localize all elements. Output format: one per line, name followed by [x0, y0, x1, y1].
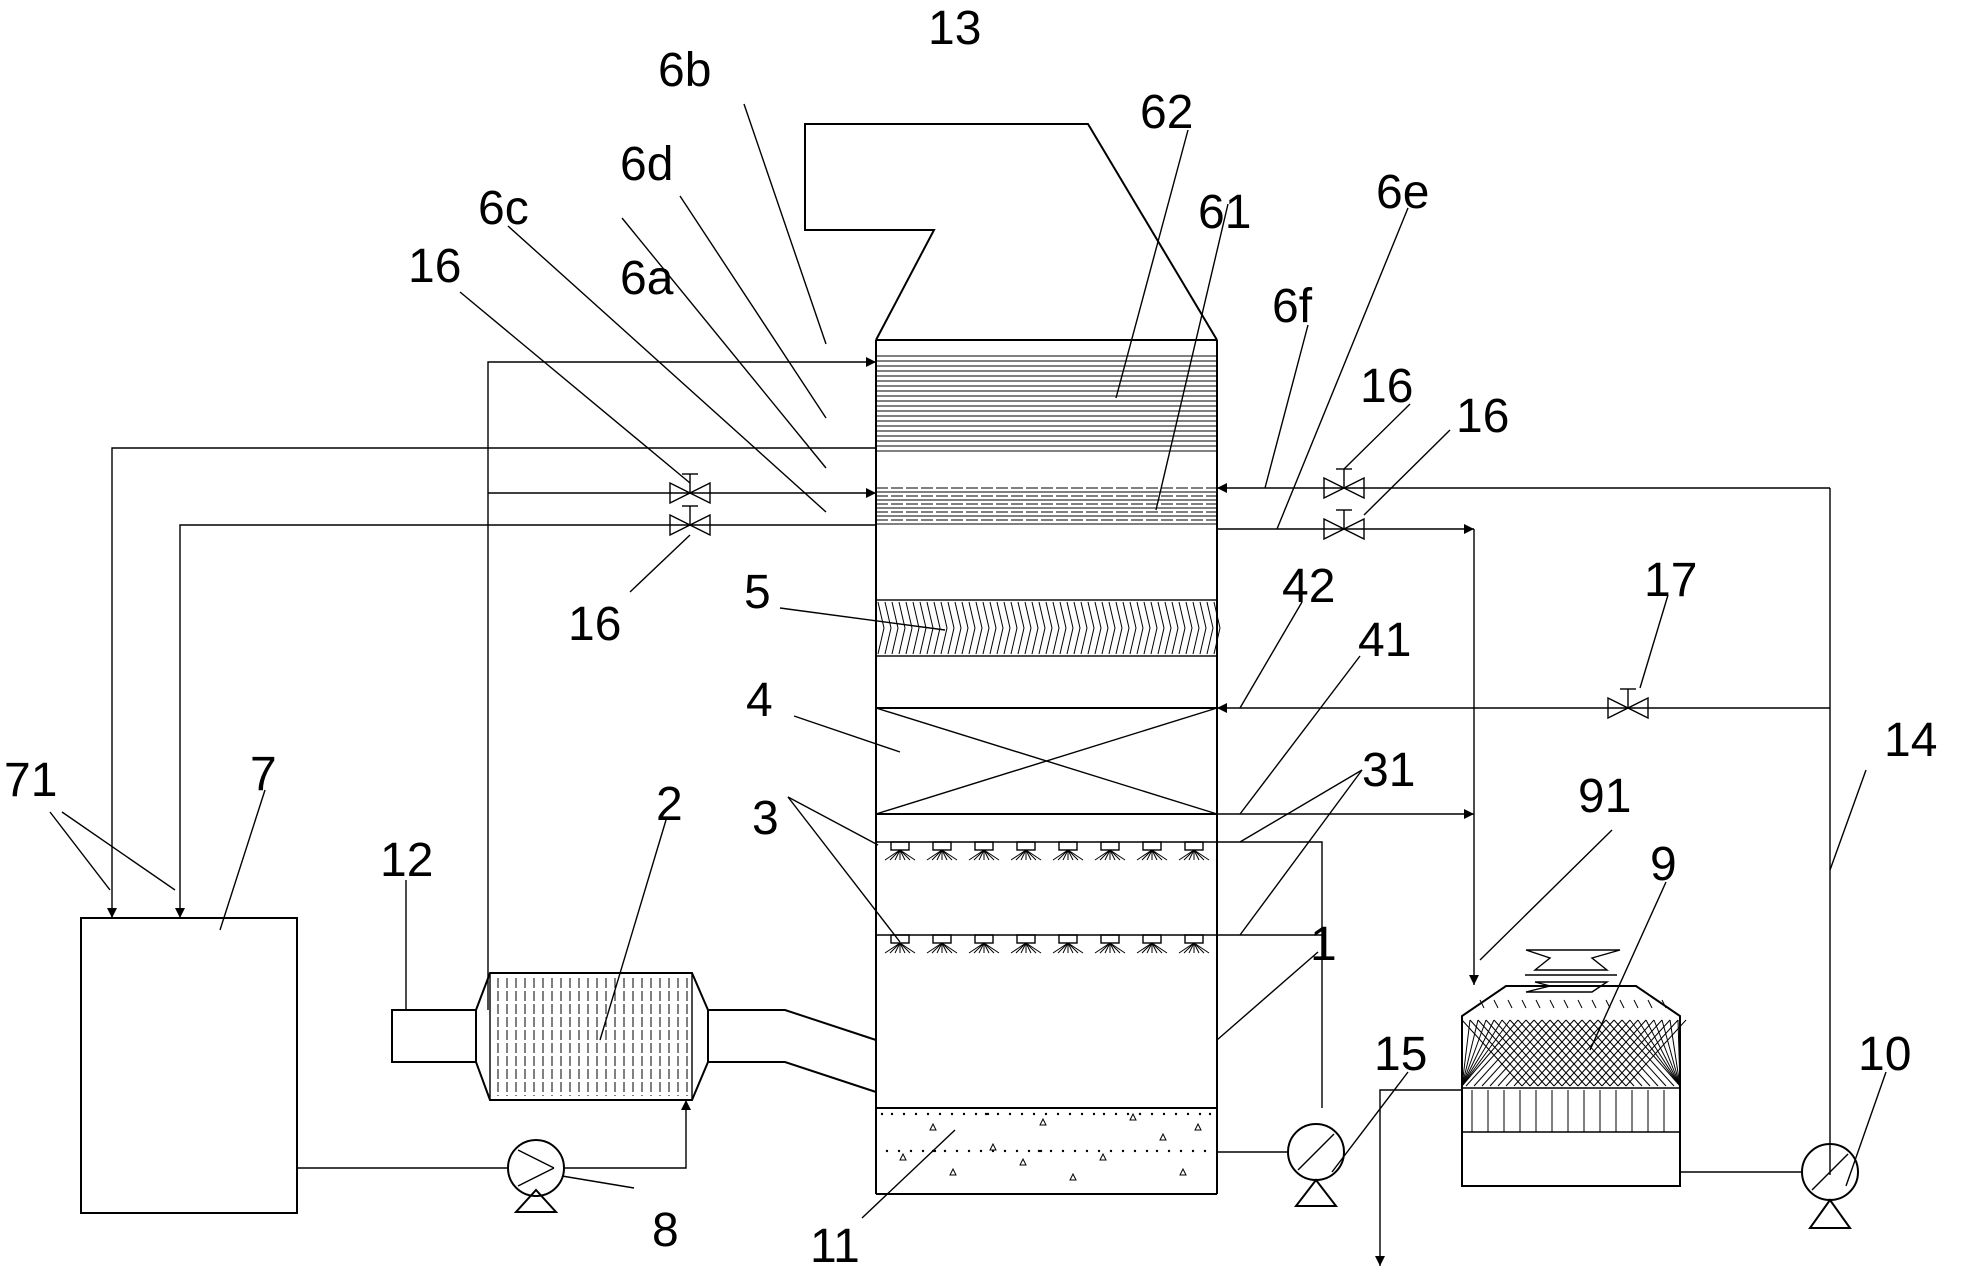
reference-labels: 13 6b 62 6d 61 6e 6c 16 6a 6f 16 16 16 5…	[4, 2, 1937, 1273]
label-6b: 6b	[658, 44, 711, 97]
label-8: 8	[652, 1204, 679, 1257]
label-6a: 6a	[620, 252, 674, 305]
label-16-right-b: 16	[1456, 390, 1509, 443]
label-62: 62	[1140, 86, 1193, 139]
storage-tank	[81, 918, 297, 1213]
packing-section	[876, 708, 1217, 814]
label-71: 71	[4, 754, 57, 807]
label-91: 91	[1578, 770, 1631, 823]
label-1: 1	[1310, 918, 1337, 971]
label-9: 9	[1650, 838, 1677, 891]
upper-packing-layer	[876, 356, 1217, 451]
exhaust-outlet-duct	[805, 124, 1217, 340]
label-13: 13	[928, 2, 981, 55]
label-16-top-left: 16	[408, 240, 461, 293]
lower-packing-layer	[876, 488, 1217, 524]
label-10: 10	[1858, 1028, 1911, 1081]
valve-6a[interactable]	[670, 474, 710, 503]
spray-header-upper	[876, 842, 1217, 860]
label-6f: 6f	[1272, 280, 1313, 333]
valve-6c[interactable]	[670, 506, 710, 535]
label-2: 2	[656, 778, 683, 831]
label-6c: 6c	[478, 182, 529, 235]
label-7: 7	[250, 748, 277, 801]
label-12: 12	[380, 834, 433, 887]
valve-6f[interactable]	[1324, 469, 1364, 498]
label-14: 14	[1884, 714, 1937, 767]
label-6d: 6d	[620, 138, 673, 191]
label-17: 17	[1644, 554, 1697, 607]
label-16-bottom-left: 16	[568, 598, 621, 651]
pump-8[interactable]	[508, 1140, 564, 1212]
label-15: 15	[1374, 1028, 1427, 1081]
heat-exchanger	[392, 973, 876, 1100]
label-31: 31	[1362, 744, 1415, 797]
label-6e: 6e	[1376, 166, 1429, 219]
label-5: 5	[744, 566, 771, 619]
label-11: 11	[810, 1220, 860, 1273]
label-4: 4	[746, 674, 773, 727]
label-42: 42	[1282, 560, 1335, 613]
cooling-tower	[1462, 950, 1686, 1186]
pump-15[interactable]	[1288, 1124, 1344, 1206]
valve-6e[interactable]	[1324, 510, 1364, 539]
label-61: 61	[1198, 186, 1251, 239]
label-16-right-a: 16	[1360, 360, 1413, 413]
label-3: 3	[752, 792, 779, 845]
liquid-sump	[876, 1108, 1217, 1180]
valve-42[interactable]	[1608, 689, 1648, 718]
spray-header-lower	[876, 935, 1217, 953]
label-41: 41	[1358, 614, 1411, 667]
